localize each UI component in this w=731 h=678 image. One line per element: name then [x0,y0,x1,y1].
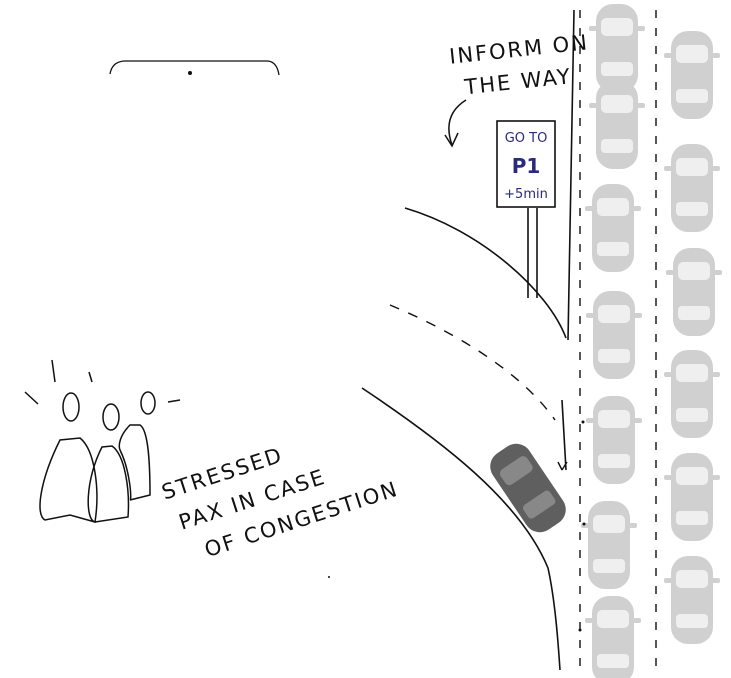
device-outline [110,61,279,75]
annotation-stressed: STRESSED PAX IN CASE OF CONGESTION [159,412,402,569]
curved-arrow-icon [445,100,466,146]
parked-car-icon [664,31,722,644]
sign-line-3: +5min [504,187,548,202]
moving-car-icon [484,438,572,539]
sign-line-1: GO TO [505,131,548,146]
annotation-inform-line-1: INFORM ON [448,30,590,69]
parking-sign: GO TO P1 +5min [497,121,555,298]
parked-car-icon [581,4,645,678]
people-icon [25,360,180,522]
sign-line-2: P1 [512,154,541,178]
annotation-inform-line-2: THE WAY [462,64,573,99]
annotation-inform: INFORM ON THE WAY [448,30,593,100]
